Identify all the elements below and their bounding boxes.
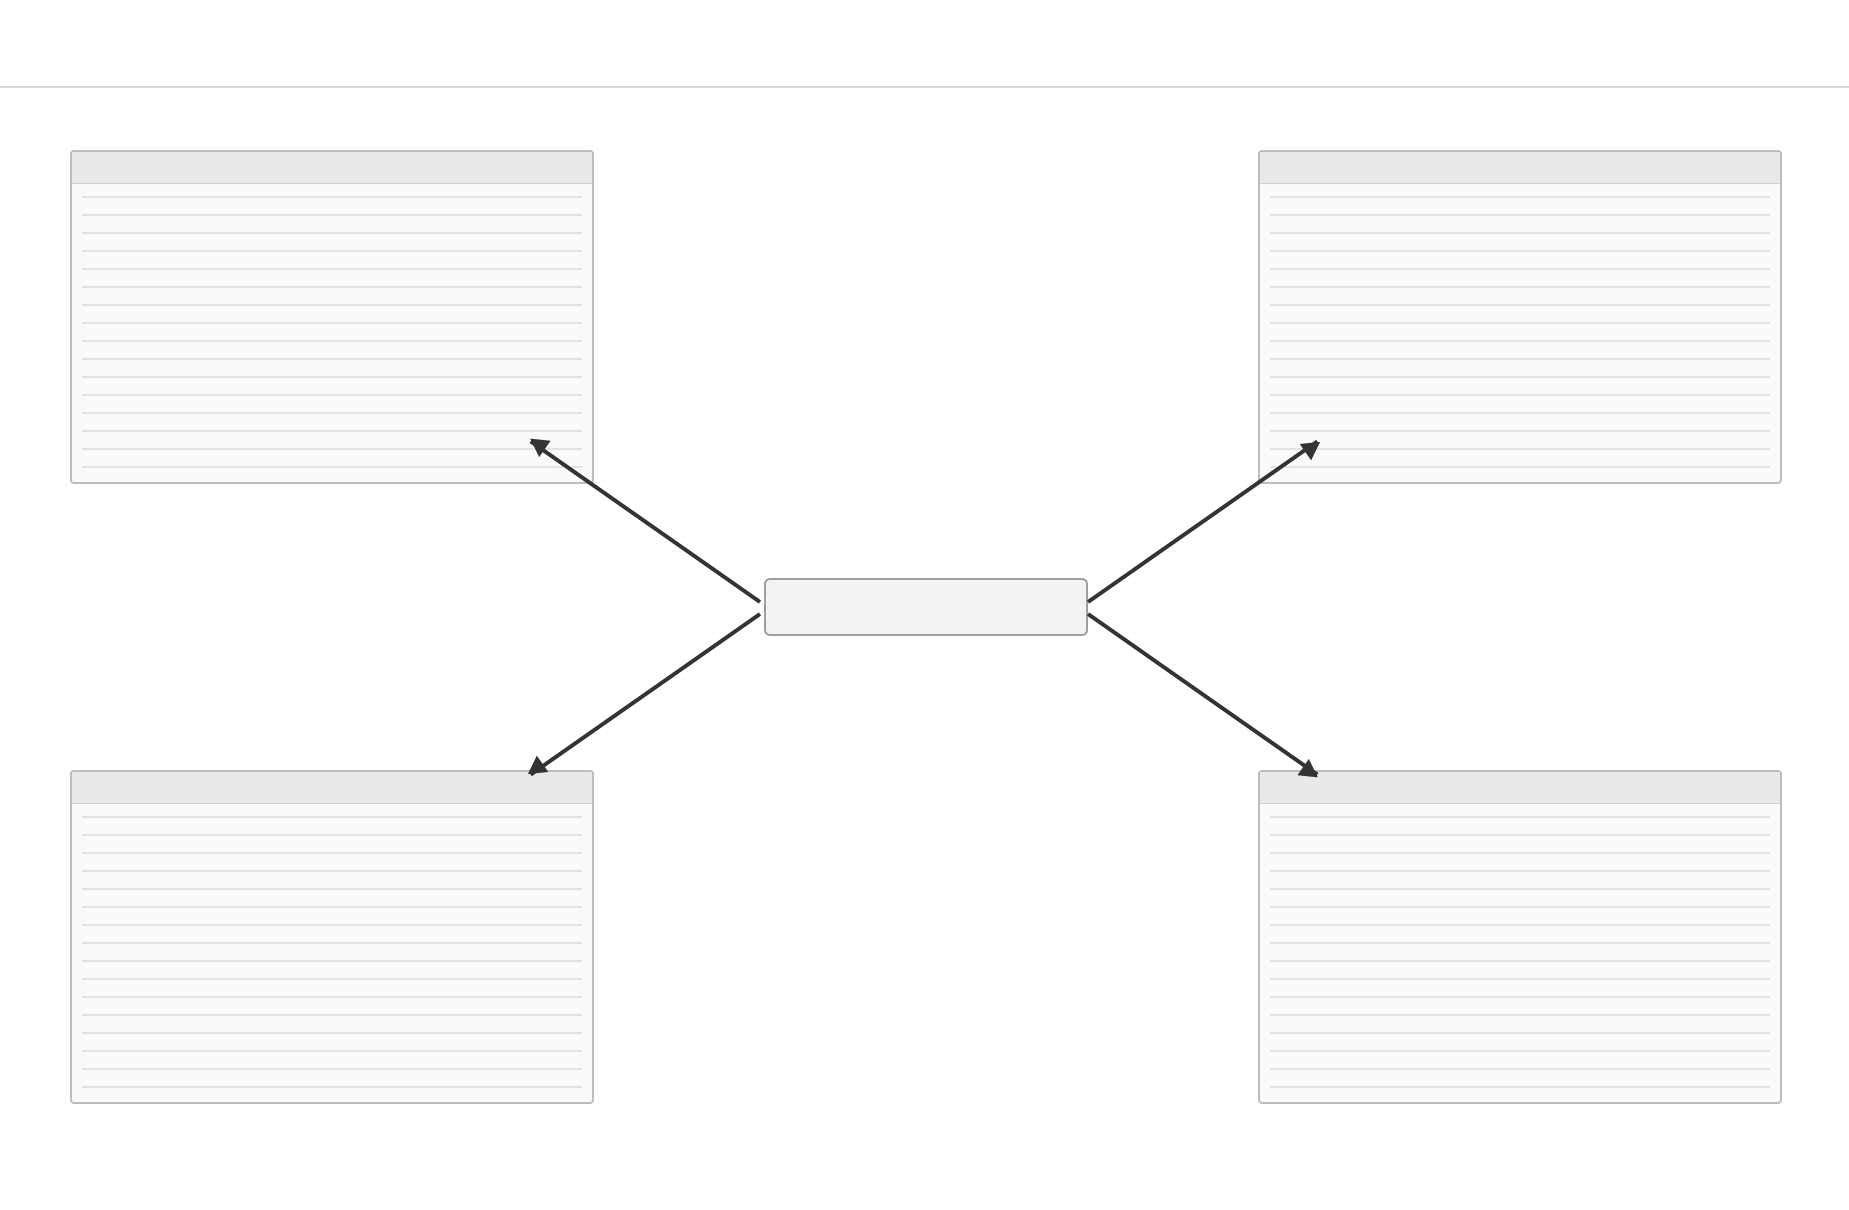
arrow-center-to-top-right <box>1086 439 1319 604</box>
tile-bottom-right-header <box>1260 772 1780 804</box>
tile-bottom-left-body <box>82 816 582 1092</box>
center-callout <box>764 578 1088 636</box>
tile-bottom-left-header <box>72 772 592 804</box>
tile-bottom-right-body <box>1270 816 1770 1092</box>
tile-top-left-body <box>82 196 582 472</box>
tile-top-right <box>1258 150 1782 484</box>
slide-title <box>0 0 1849 88</box>
tile-top-right-header <box>1260 152 1780 184</box>
tile-top-right-body <box>1270 196 1770 472</box>
arrow-center-to-bottom-left <box>529 612 762 777</box>
arrow-center-to-bottom-right <box>1086 612 1319 777</box>
arrow-center-to-top-left <box>529 439 762 604</box>
tile-top-left <box>70 150 594 484</box>
tile-bottom-right <box>1258 770 1782 1104</box>
tile-bottom-left <box>70 770 594 1104</box>
tile-top-left-header <box>72 152 592 184</box>
